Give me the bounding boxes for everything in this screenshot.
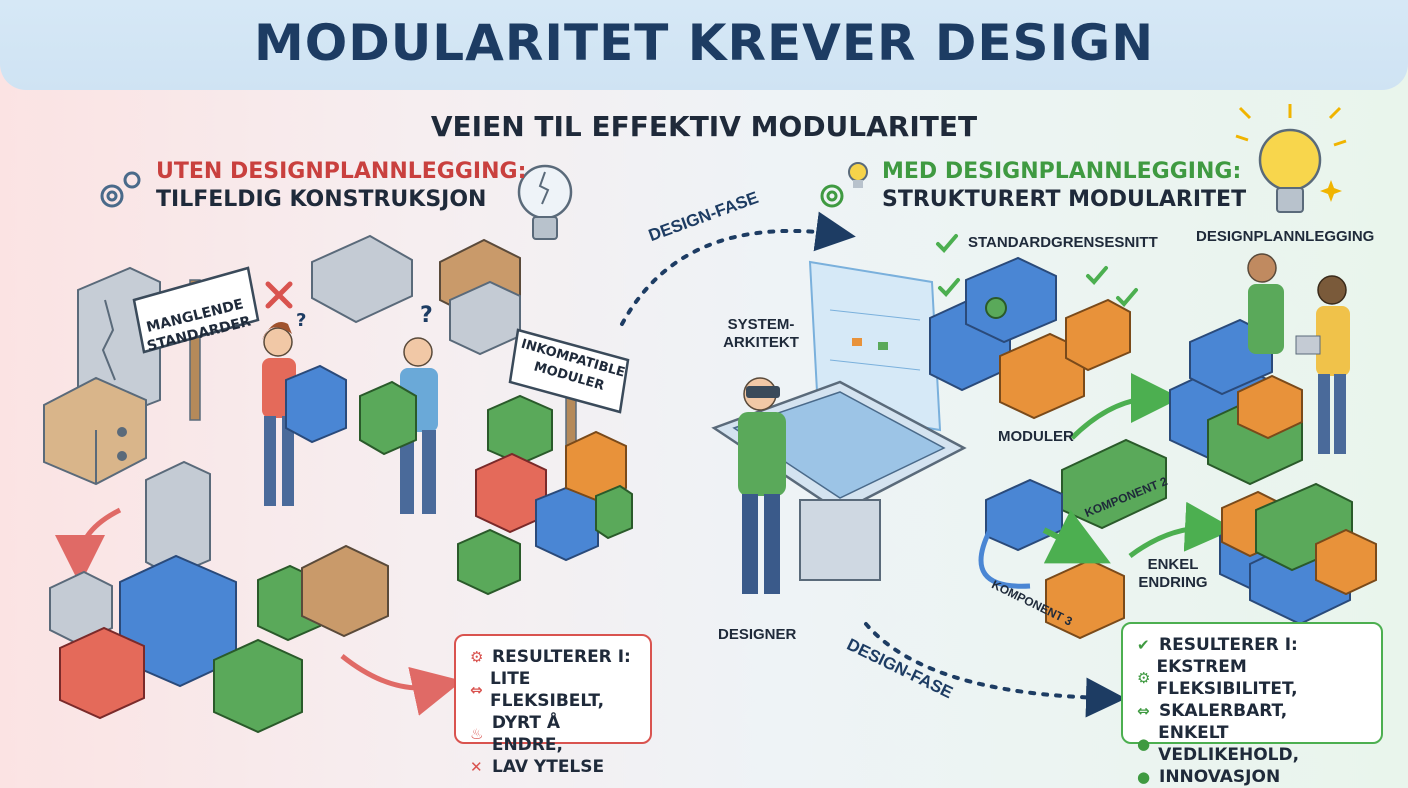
design-phase-arrow-top bbox=[620, 211, 856, 326]
arrows-icon: ⇔ bbox=[470, 681, 483, 699]
design-phase-arrow-bottom bbox=[864, 622, 1126, 718]
beige-stacked-block bbox=[439, 238, 521, 356]
illustration: MANGLENDE STANDARDER ? ? INKOMPATIBLE MO… bbox=[43, 104, 1377, 734]
right-result-title: RESULTERER I: bbox=[1159, 635, 1298, 655]
lightbulb-icon: ● bbox=[1137, 735, 1151, 753]
arrow-to-planning bbox=[1070, 373, 1181, 440]
blue-cube-held bbox=[285, 364, 347, 444]
broken-lightbulb-icon bbox=[517, 164, 573, 240]
grey-box bbox=[311, 234, 413, 324]
gear-icon-right bbox=[820, 184, 844, 208]
gear-icon: ⚙ bbox=[470, 648, 484, 666]
flame-icon: ♨ bbox=[470, 725, 484, 743]
right-result-box: ✔ RESULTERER I: ⚙ EKSTREM FLEKSIBILITET, ⇔… bbox=[1121, 622, 1383, 787]
system-architect-label: SYSTEM- ARKITEKT bbox=[723, 316, 799, 351]
left-result-item: DYRT Å ENDRE, bbox=[491, 713, 563, 755]
gears-icon: ⚙ bbox=[1137, 669, 1151, 687]
right-result-item: ENKELT VEDLIKEHOLD, bbox=[1158, 723, 1300, 765]
title-banner bbox=[0, 0, 1408, 90]
right-result-item: SKALERBART, bbox=[1159, 701, 1288, 721]
right-heading-line1: MED DESIGNPLANNLEGGING: bbox=[882, 159, 1242, 184]
glowing-lightbulb-icon bbox=[1235, 104, 1347, 213]
mixed-block-pile bbox=[457, 394, 633, 596]
gear-icon-left bbox=[100, 171, 141, 208]
check-icon: ✔ bbox=[1137, 636, 1150, 654]
arrow-swap bbox=[1042, 509, 1111, 564]
small-lightbulb-icon bbox=[848, 162, 868, 188]
left-result-item: LITE FLEKSIBELT, bbox=[490, 669, 605, 711]
sign-missing-standards bbox=[132, 266, 260, 421]
page-subtitle: VEIEN TIL EFFEKTIV MODULARITET bbox=[430, 110, 978, 143]
checkmark-icon bbox=[936, 234, 1138, 307]
lightbulb-icon: ● bbox=[1137, 768, 1151, 786]
assembled-module-stack bbox=[1219, 482, 1377, 626]
right-heading: MED DESIGNPLANNLEGGING: STRUKTURERT MODU… bbox=[882, 158, 1246, 214]
design-planning-label: DESIGNPLANNLEGGING bbox=[1196, 228, 1375, 245]
left-result-title: RESULTERER I: bbox=[492, 647, 631, 667]
question-mark: ? bbox=[420, 303, 433, 328]
standard-interface-label: STANDARDGRENSESNITT bbox=[968, 234, 1158, 251]
simple-change-label: ENKEL ENDRING bbox=[1138, 556, 1208, 591]
standard-interface-modules bbox=[929, 256, 1131, 420]
red-x-icon bbox=[265, 281, 293, 309]
left-heading: UTEN DESIGNPLANNLEGGING: TILFELDIG KONST… bbox=[156, 158, 526, 214]
arrow-curve-blue bbox=[978, 528, 1031, 589]
modules-label: MODULER bbox=[998, 428, 1074, 445]
left-heading-line1: UTEN DESIGNPLANNLEGGING: bbox=[156, 159, 527, 184]
sign-incompatible-modules bbox=[508, 328, 630, 471]
right-result-item: EKSTREM FLEKSIBILITET, bbox=[1156, 657, 1298, 699]
green-puzzle-cube bbox=[359, 380, 417, 456]
curved-arrow-red bbox=[55, 507, 122, 585]
person-system-architect bbox=[738, 377, 786, 594]
left-heading-line2: TILFELDIG KONSTRUKSJON bbox=[156, 187, 487, 212]
arrow-to-result-stack bbox=[1128, 501, 1235, 559]
right-heading-line2: STRUKTURERT MODULARITET bbox=[882, 187, 1247, 212]
left-result-box: ⚙ RESULTERER I: ⇔ LITE FLEKSIBELT, ♨ DYRT Å… bbox=[454, 634, 652, 777]
component-modules bbox=[985, 438, 1167, 640]
cross-icon: ✕ bbox=[470, 758, 483, 776]
designer-label: DESIGNER bbox=[718, 626, 797, 643]
person-confused-man bbox=[400, 337, 438, 514]
arrow-to-left-result bbox=[340, 654, 463, 716]
left-result-item: LAV YTELSE bbox=[492, 757, 605, 777]
right-result-item: INNOVASJON bbox=[1159, 767, 1281, 787]
page-title: MODULARITET KREVER DESIGN bbox=[253, 14, 1155, 72]
question-mark: ? bbox=[296, 310, 306, 331]
arrows-icon: ⇔ bbox=[1137, 702, 1150, 720]
bottom-left-blocks bbox=[49, 460, 389, 734]
beige-cube-left bbox=[43, 376, 147, 486]
design-planners bbox=[1169, 253, 1350, 486]
